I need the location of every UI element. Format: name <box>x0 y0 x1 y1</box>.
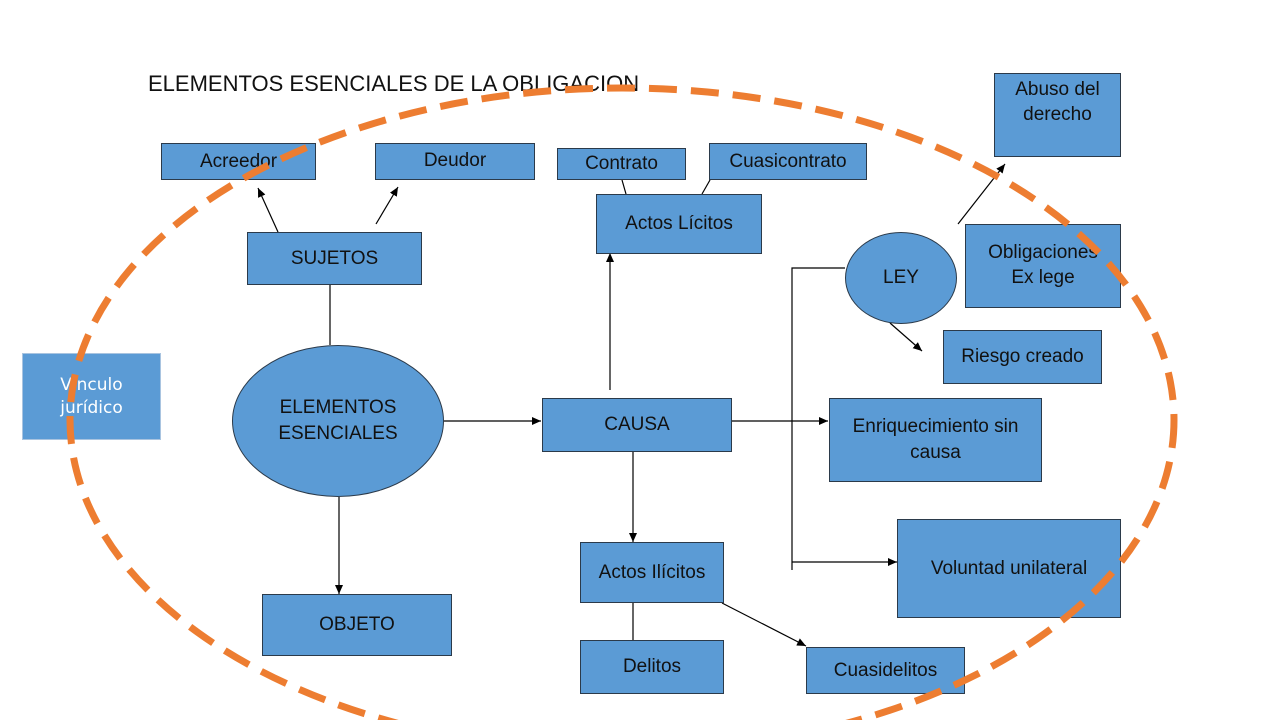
node-vinculo-juridico: Vínculo jurídico <box>22 353 161 440</box>
diagram-title: ELEMENTOS ESENCIALES DE LA OBLIGACION <box>148 71 640 96</box>
node-causa: CAUSA <box>542 398 732 452</box>
node-deudor: Deudor <box>375 143 535 180</box>
arrow-sujetos-deudor <box>375 186 399 225</box>
node-ley: LEY <box>845 232 957 324</box>
line-actos-licitos-contrato <box>621 179 627 195</box>
node-cuasidelitos: Cuasidelitos <box>806 647 965 694</box>
node-actos-licitos: Actos Lícitos <box>596 194 762 254</box>
node-elementos-esenciales: ELEMENTOS ESENCIALES <box>232 345 444 497</box>
arrow-actos-ilicitos-cuasidelitos <box>721 602 807 647</box>
node-enriquecimiento-sin-causa: Enriquecimiento sin causa <box>829 398 1042 482</box>
node-objeto: OBJETO <box>262 594 452 656</box>
arrow-ley-riesgo <box>889 322 923 352</box>
node-sujetos: SUJETOS <box>247 232 422 285</box>
arrow-sujetos-acreedor <box>257 187 279 233</box>
node-riesgo-creado: Riesgo creado <box>943 330 1102 384</box>
node-obligaciones-ex-lege: Obligaciones Ex lege <box>965 224 1121 308</box>
node-contrato: Contrato <box>557 148 686 180</box>
line-actos-licitos-cuasicontrato <box>701 179 711 195</box>
node-acreedor: Acreedor <box>161 143 316 180</box>
node-voluntad-unilateral: Voluntad unilateral <box>897 519 1121 618</box>
node-actos-ilicitos: Actos Ilícitos <box>580 542 724 603</box>
node-abuso-del-derecho: Abuso del derecho <box>994 73 1121 157</box>
node-delitos: Delitos <box>580 640 724 694</box>
arrow-obligaciones-abuso <box>957 163 1006 225</box>
node-cuasicontrato: Cuasicontrato <box>709 143 867 180</box>
